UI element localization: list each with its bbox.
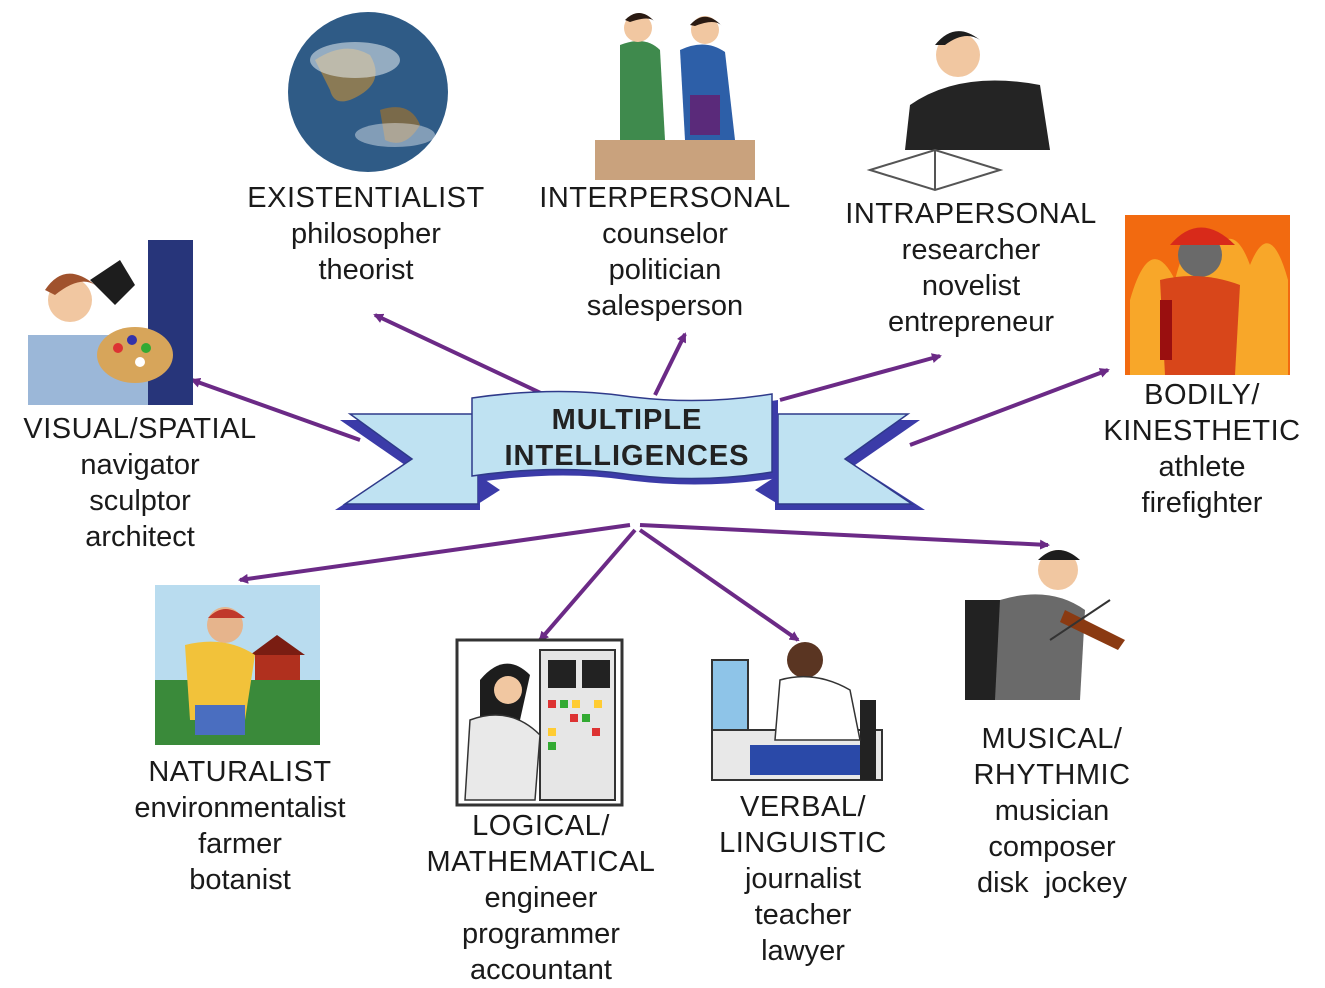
node-musical-rhythmic: MUSICAL/ RHYTHMIC musician composer disk… <box>973 721 1130 901</box>
node-title-line2: RHYTHMIC <box>973 759 1131 791</box>
arrow-verbal <box>638 528 800 642</box>
node-role: engineer <box>484 882 598 914</box>
node-role: architect <box>85 521 195 553</box>
center-banner <box>335 390 925 510</box>
node-title-line2: LINGUISTIC <box>719 827 887 859</box>
node-role: journalist <box>744 863 862 895</box>
node-role: musician <box>994 795 1110 827</box>
node-role: lawyer <box>761 935 845 967</box>
artist-painting-picture <box>28 240 193 405</box>
node-title: INTERPERSONAL <box>539 182 791 214</box>
farmer-picture <box>155 585 320 745</box>
firefighter-picture <box>1125 215 1290 375</box>
node-role: farmer <box>198 828 282 860</box>
node-role: entrepreneur <box>887 306 1055 338</box>
node-role: botanist <box>189 864 291 896</box>
arrow-naturalist <box>238 523 631 584</box>
globe-picture <box>288 12 448 172</box>
node-role: novelist <box>921 270 1021 302</box>
node-role: athlete <box>1158 451 1246 483</box>
node-title-line1: LOGICAL/ <box>472 810 610 842</box>
node-role: navigator <box>80 449 200 481</box>
node-interpersonal: INTERPERSONAL counselor politician sales… <box>539 180 790 324</box>
arrow-visual <box>190 377 361 442</box>
arrow-logical <box>538 528 637 642</box>
node-title-line1: BODILY/ <box>1144 379 1260 411</box>
node-title: EXISTENTIALIST <box>247 182 485 214</box>
node-verbal-linguistic: VERBAL/ LINGUISTIC journalist teacher la… <box>719 789 887 969</box>
center-title-line1: MULTIPLE <box>551 404 703 436</box>
node-title: INTRAPERSONAL <box>845 198 1097 230</box>
arrow-bodily <box>909 368 1110 447</box>
node-naturalist: NATURALIST environmentalist farmer botan… <box>134 754 345 898</box>
violinist-picture <box>965 550 1125 700</box>
computer-operator-picture <box>455 638 624 807</box>
arrow-musical <box>639 523 1050 550</box>
node-role: accountant <box>470 954 612 986</box>
arrow-intrapersonal <box>779 353 942 402</box>
arrow-interpersonal <box>653 332 687 396</box>
two-businesswomen-picture <box>595 12 755 180</box>
node-role: salesperson <box>586 290 744 322</box>
node-role: environmentalist <box>134 792 346 824</box>
node-role: researcher <box>901 234 1041 266</box>
node-role: programmer <box>462 918 620 950</box>
node-title: NATURALIST <box>148 756 332 788</box>
node-visual-spatial: VISUAL/SPATIAL navigator sculptor archit… <box>23 411 256 555</box>
typist-at-computer-picture <box>711 642 883 781</box>
node-role: politician <box>608 254 722 286</box>
node-role: counselor <box>602 218 728 250</box>
node-role: philosopher <box>291 218 441 250</box>
arrow-existentialist <box>373 313 546 397</box>
node-role: composer <box>988 831 1116 863</box>
center-title-line2: INTELLIGENCES <box>504 440 750 472</box>
node-title-line1: MUSICAL/ <box>981 723 1123 755</box>
node-role: sculptor <box>89 485 191 517</box>
man-reading-book-picture <box>866 31 1050 192</box>
node-existentialist: EXISTENTIALIST philosopher theorist <box>247 180 484 288</box>
node-role: theorist <box>318 254 414 286</box>
node-intrapersonal: INTRAPERSONAL researcher novelist entrep… <box>845 196 1096 340</box>
node-title: VISUAL/SPATIAL <box>23 413 257 445</box>
arrows <box>190 313 1110 642</box>
node-role: firefighter <box>1141 487 1263 519</box>
center-title: MULTIPLE INTELLIGENCES <box>504 402 749 474</box>
node-role: teacher <box>754 899 852 931</box>
node-logical-mathematical: LOGICAL/ MATHEMATICAL engineer programme… <box>427 808 656 988</box>
node-bodily-kinesthetic: BODILY/ KINESTHETIC athlete firefighter <box>1103 377 1300 521</box>
node-title-line1: VERBAL/ <box>740 791 866 823</box>
node-title-line2: KINESTHETIC <box>1103 415 1301 447</box>
node-title-line2: MATHEMATICAL <box>426 846 656 878</box>
node-role: disk jockey <box>977 867 1127 899</box>
